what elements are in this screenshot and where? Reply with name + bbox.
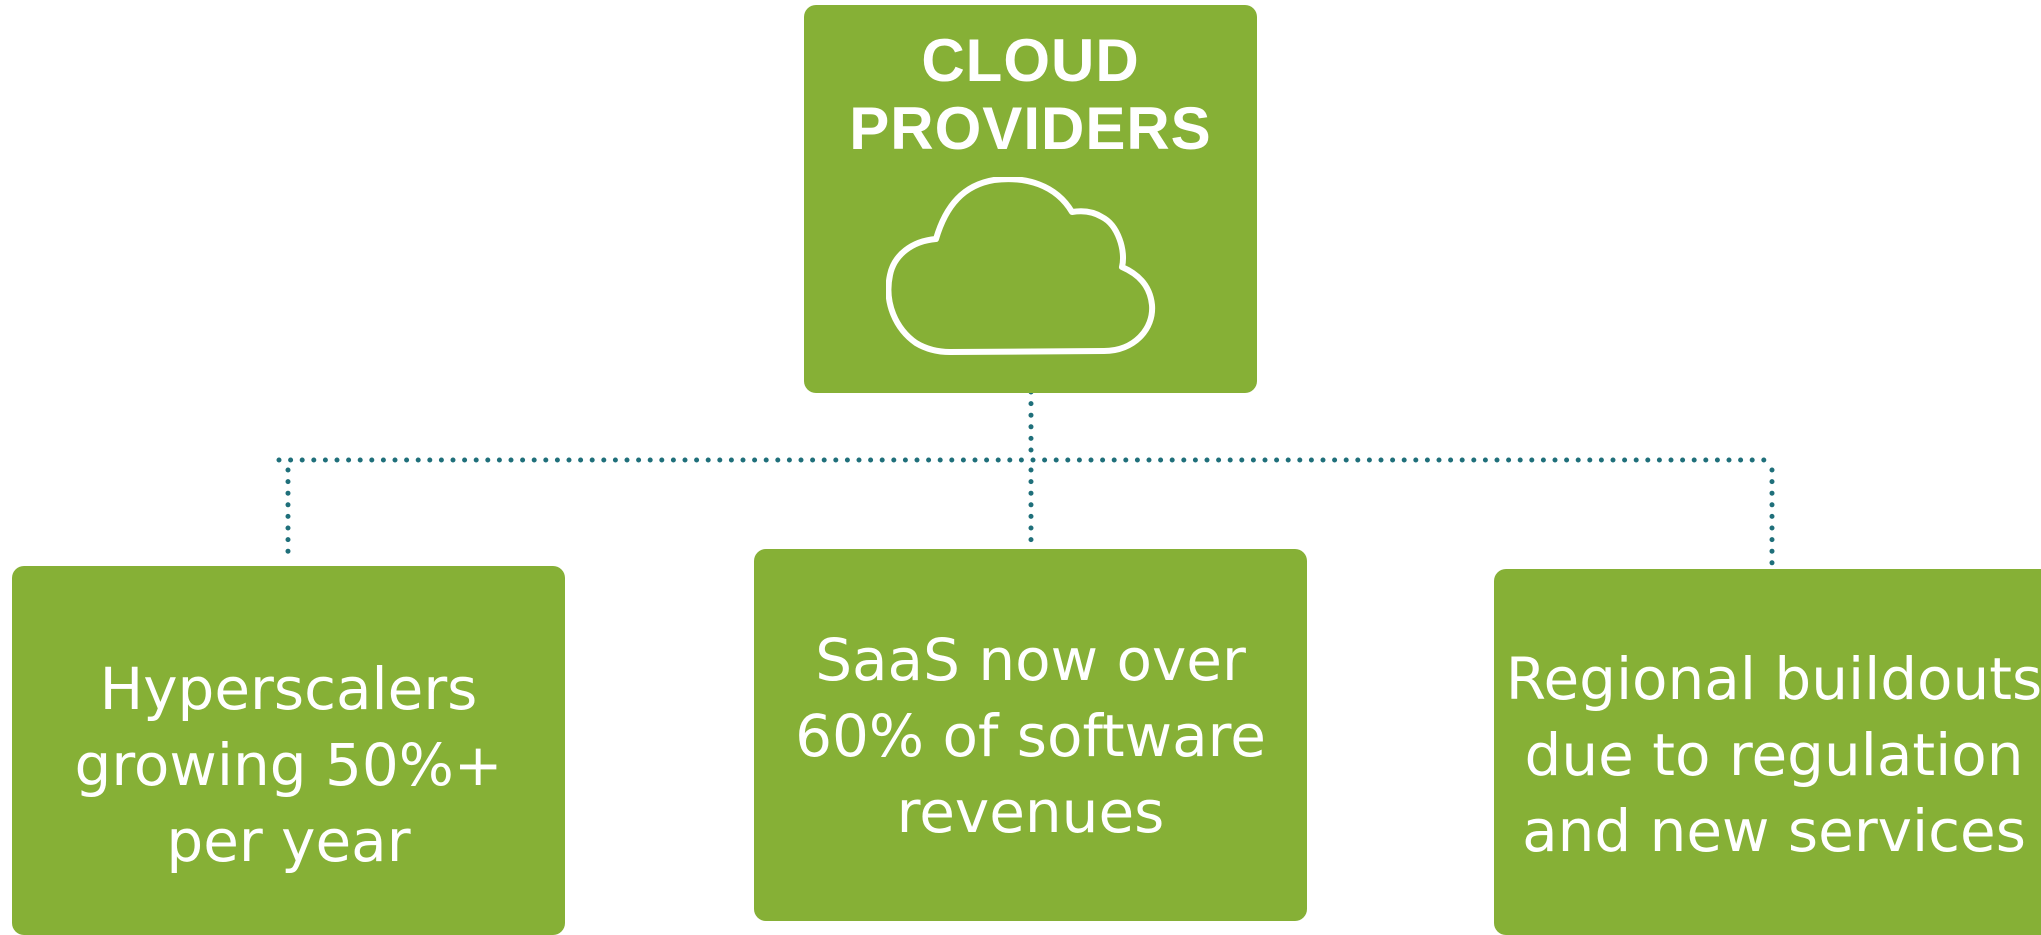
root-node-cloud-providers: CLOUD PROVIDERS (804, 5, 1257, 393)
root-node-title: CLOUD PROVIDERS (849, 27, 1212, 162)
cloud-icon (886, 177, 1156, 355)
child-node-hyperscalers: Hyperscalers growing 50%+ per year (12, 566, 565, 935)
child-node-text: Regional buildouts due to regulation and… (1505, 645, 2041, 865)
child-node-regional-buildouts: Regional buildouts due to regulation and… (1494, 569, 2041, 935)
child-node-text: SaaS now over 60% of software revenues (795, 626, 1266, 846)
child-node-saas: SaaS now over 60% of software revenues (754, 549, 1307, 921)
child-node-text: Hyperscalers growing 50%+ per year (74, 654, 503, 875)
